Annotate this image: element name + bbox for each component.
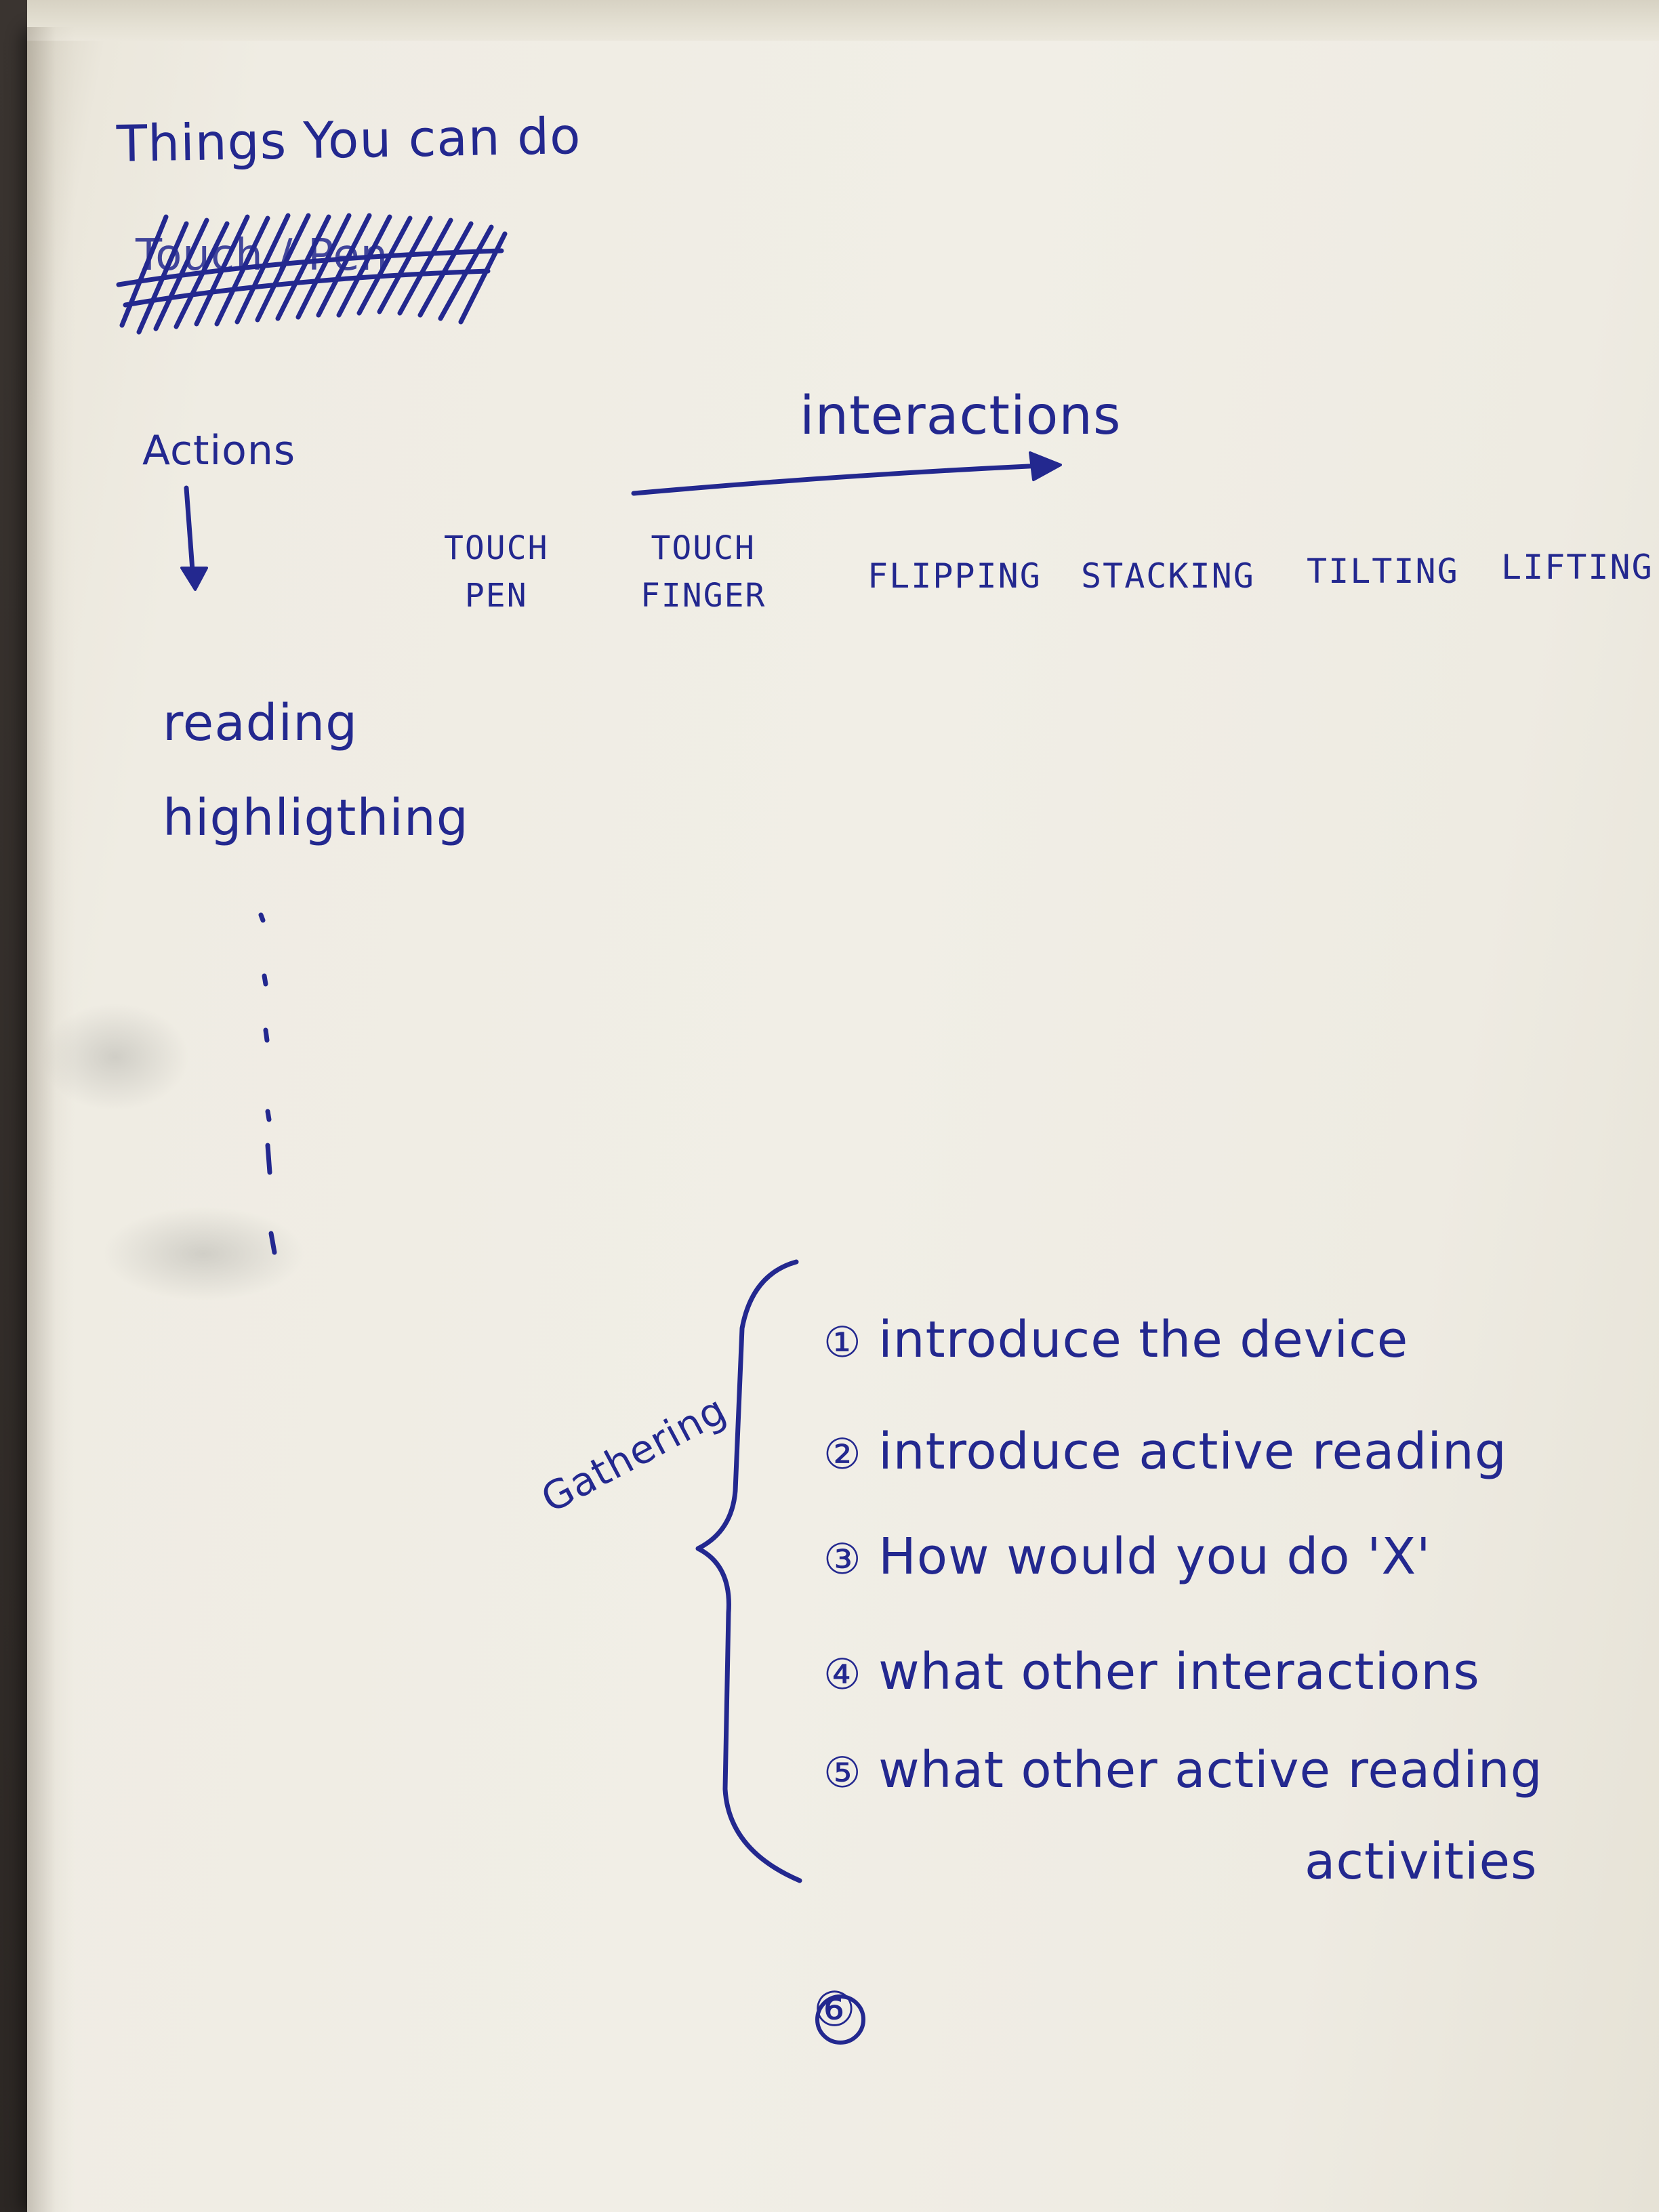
step-text: introduce the device [878, 1311, 1409, 1369]
step-text: what other interactions [878, 1643, 1480, 1701]
interaction-touch-pen: TOUCH PEN [444, 525, 549, 619]
step-text: introduce active reading [878, 1422, 1507, 1481]
interaction-line: PEN [464, 576, 528, 615]
step-marker: ③ [823, 1534, 862, 1584]
interaction-lifting: LIFTING [1501, 548, 1654, 587]
interactions-label: interactions [800, 386, 1122, 447]
step-4: ④ what other interactions [823, 1647, 1480, 1697]
interaction-line: FINGER [640, 576, 766, 615]
step-text: what other active reading [878, 1741, 1543, 1799]
step-marker: ④ [823, 1650, 862, 1699]
interaction-line: TOUCH [444, 529, 549, 567]
notes-title: Things You can do [116, 107, 582, 173]
action-reading: reading [163, 694, 359, 752]
interaction-flipping: FLIPPING [867, 556, 1042, 596]
eraser-smudge [41, 1003, 190, 1111]
interaction-stacking: STACKING [1081, 556, 1255, 596]
interaction-touch-finger: TOUCH FINGER [640, 525, 766, 619]
step-6-marker: ⑥ [813, 1982, 857, 2037]
step-3: ③ How would you do 'X' [823, 1532, 1431, 1582]
paper-fold-shadow [27, 27, 75, 2212]
notepad-sheet [27, 27, 1659, 2212]
eraser-smudge [102, 1206, 305, 1301]
action-highlighting: highligthing [163, 789, 469, 847]
notepad-binding-edge [27, 0, 1659, 41]
actions-label: Actions [142, 427, 296, 474]
step-5: ⑤ what other active reading [823, 1745, 1543, 1795]
step-2: ② introduce active reading [823, 1427, 1507, 1477]
step-marker: ② [823, 1429, 862, 1479]
step-5-continued: activities [1305, 1832, 1538, 1891]
interaction-tilting: TILTING [1307, 552, 1459, 591]
step-marker: ⑤ [823, 1748, 862, 1797]
step-marker: ① [823, 1317, 862, 1367]
step-text: How would you do 'X' [878, 1528, 1431, 1586]
scribbled-text: Touch / Pen [136, 230, 389, 281]
interaction-line: TOUCH [651, 529, 756, 567]
step-1: ① introduce the device [823, 1315, 1408, 1365]
